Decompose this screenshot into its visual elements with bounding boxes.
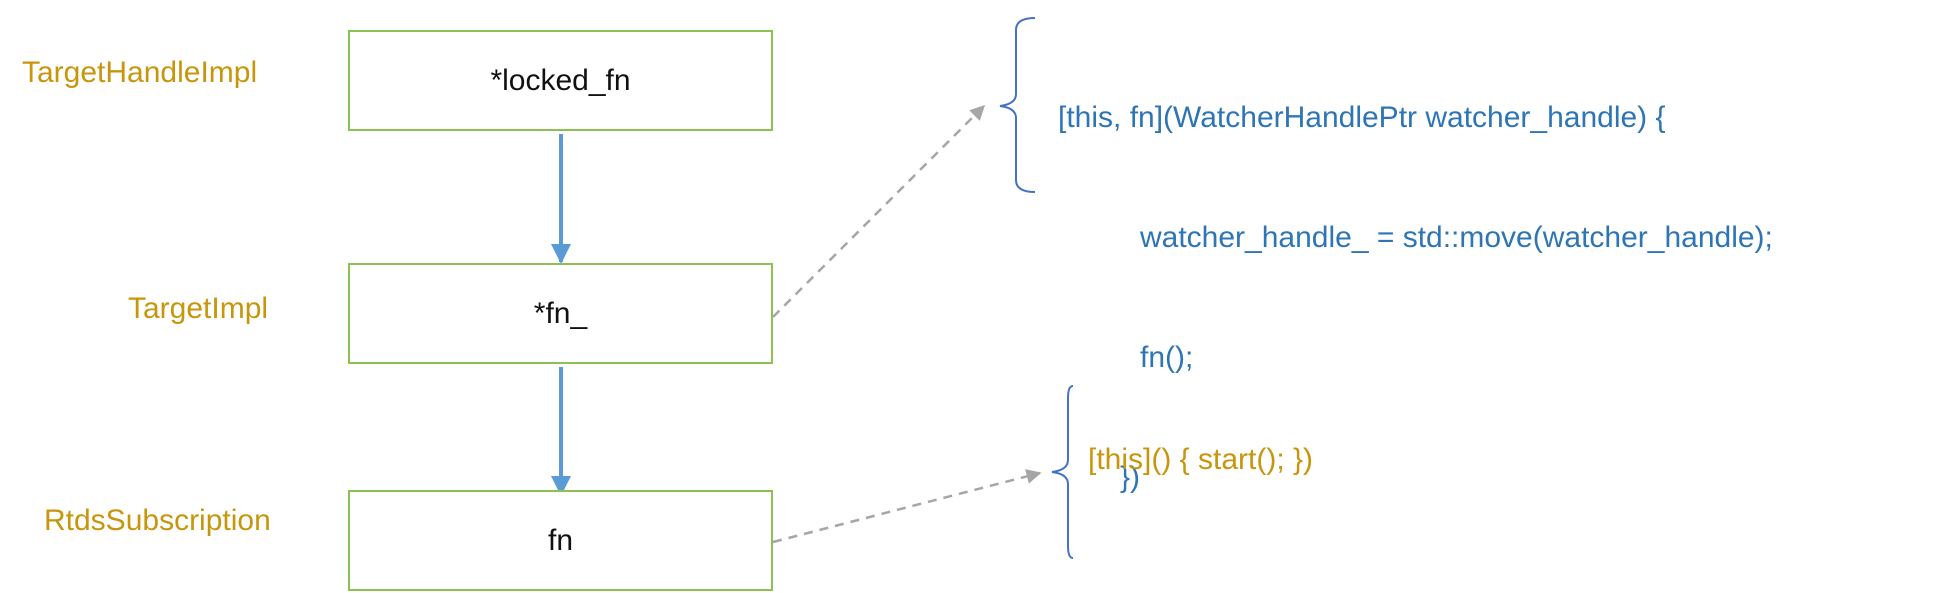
brace-start-lambda	[1051, 385, 1074, 559]
code-watcher-lambda: [this, fn](WatcherHandlePtr watcher_hand…	[1058, 18, 1773, 538]
dashed-arrow-fn_-to-watcher-lambda	[772, 104, 986, 318]
code-line: watcher_handle_ = std::move(watcher_hand…	[1140, 221, 1773, 254]
box-locked-fn-text: *locked_fn	[490, 63, 631, 97]
code-start-lambda: [this]() { start(); })	[1088, 443, 1314, 476]
label-target-handle-impl: TargetHandleImpl	[22, 56, 258, 89]
brace-watcher-lambda	[999, 17, 1036, 193]
box-fn-text: fn	[547, 523, 574, 557]
dashed-arrow-fn-to-start-lambda	[772, 469, 1042, 544]
code-line: [this, fn](WatcherHandlePtr watcher_hand…	[1058, 101, 1666, 134]
label-rtds-subscription: RtdsSubscription	[44, 504, 271, 537]
label-target-impl: TargetImpl	[128, 292, 269, 325]
code-line: fn();	[1140, 341, 1194, 374]
code-line: })	[1120, 461, 1141, 494]
box-fn-member-text: *fn_	[533, 296, 588, 330]
box-fn-member: *fn_	[348, 263, 773, 364]
box-locked-fn: *locked_fn	[348, 30, 773, 131]
box-fn: fn	[348, 490, 773, 591]
